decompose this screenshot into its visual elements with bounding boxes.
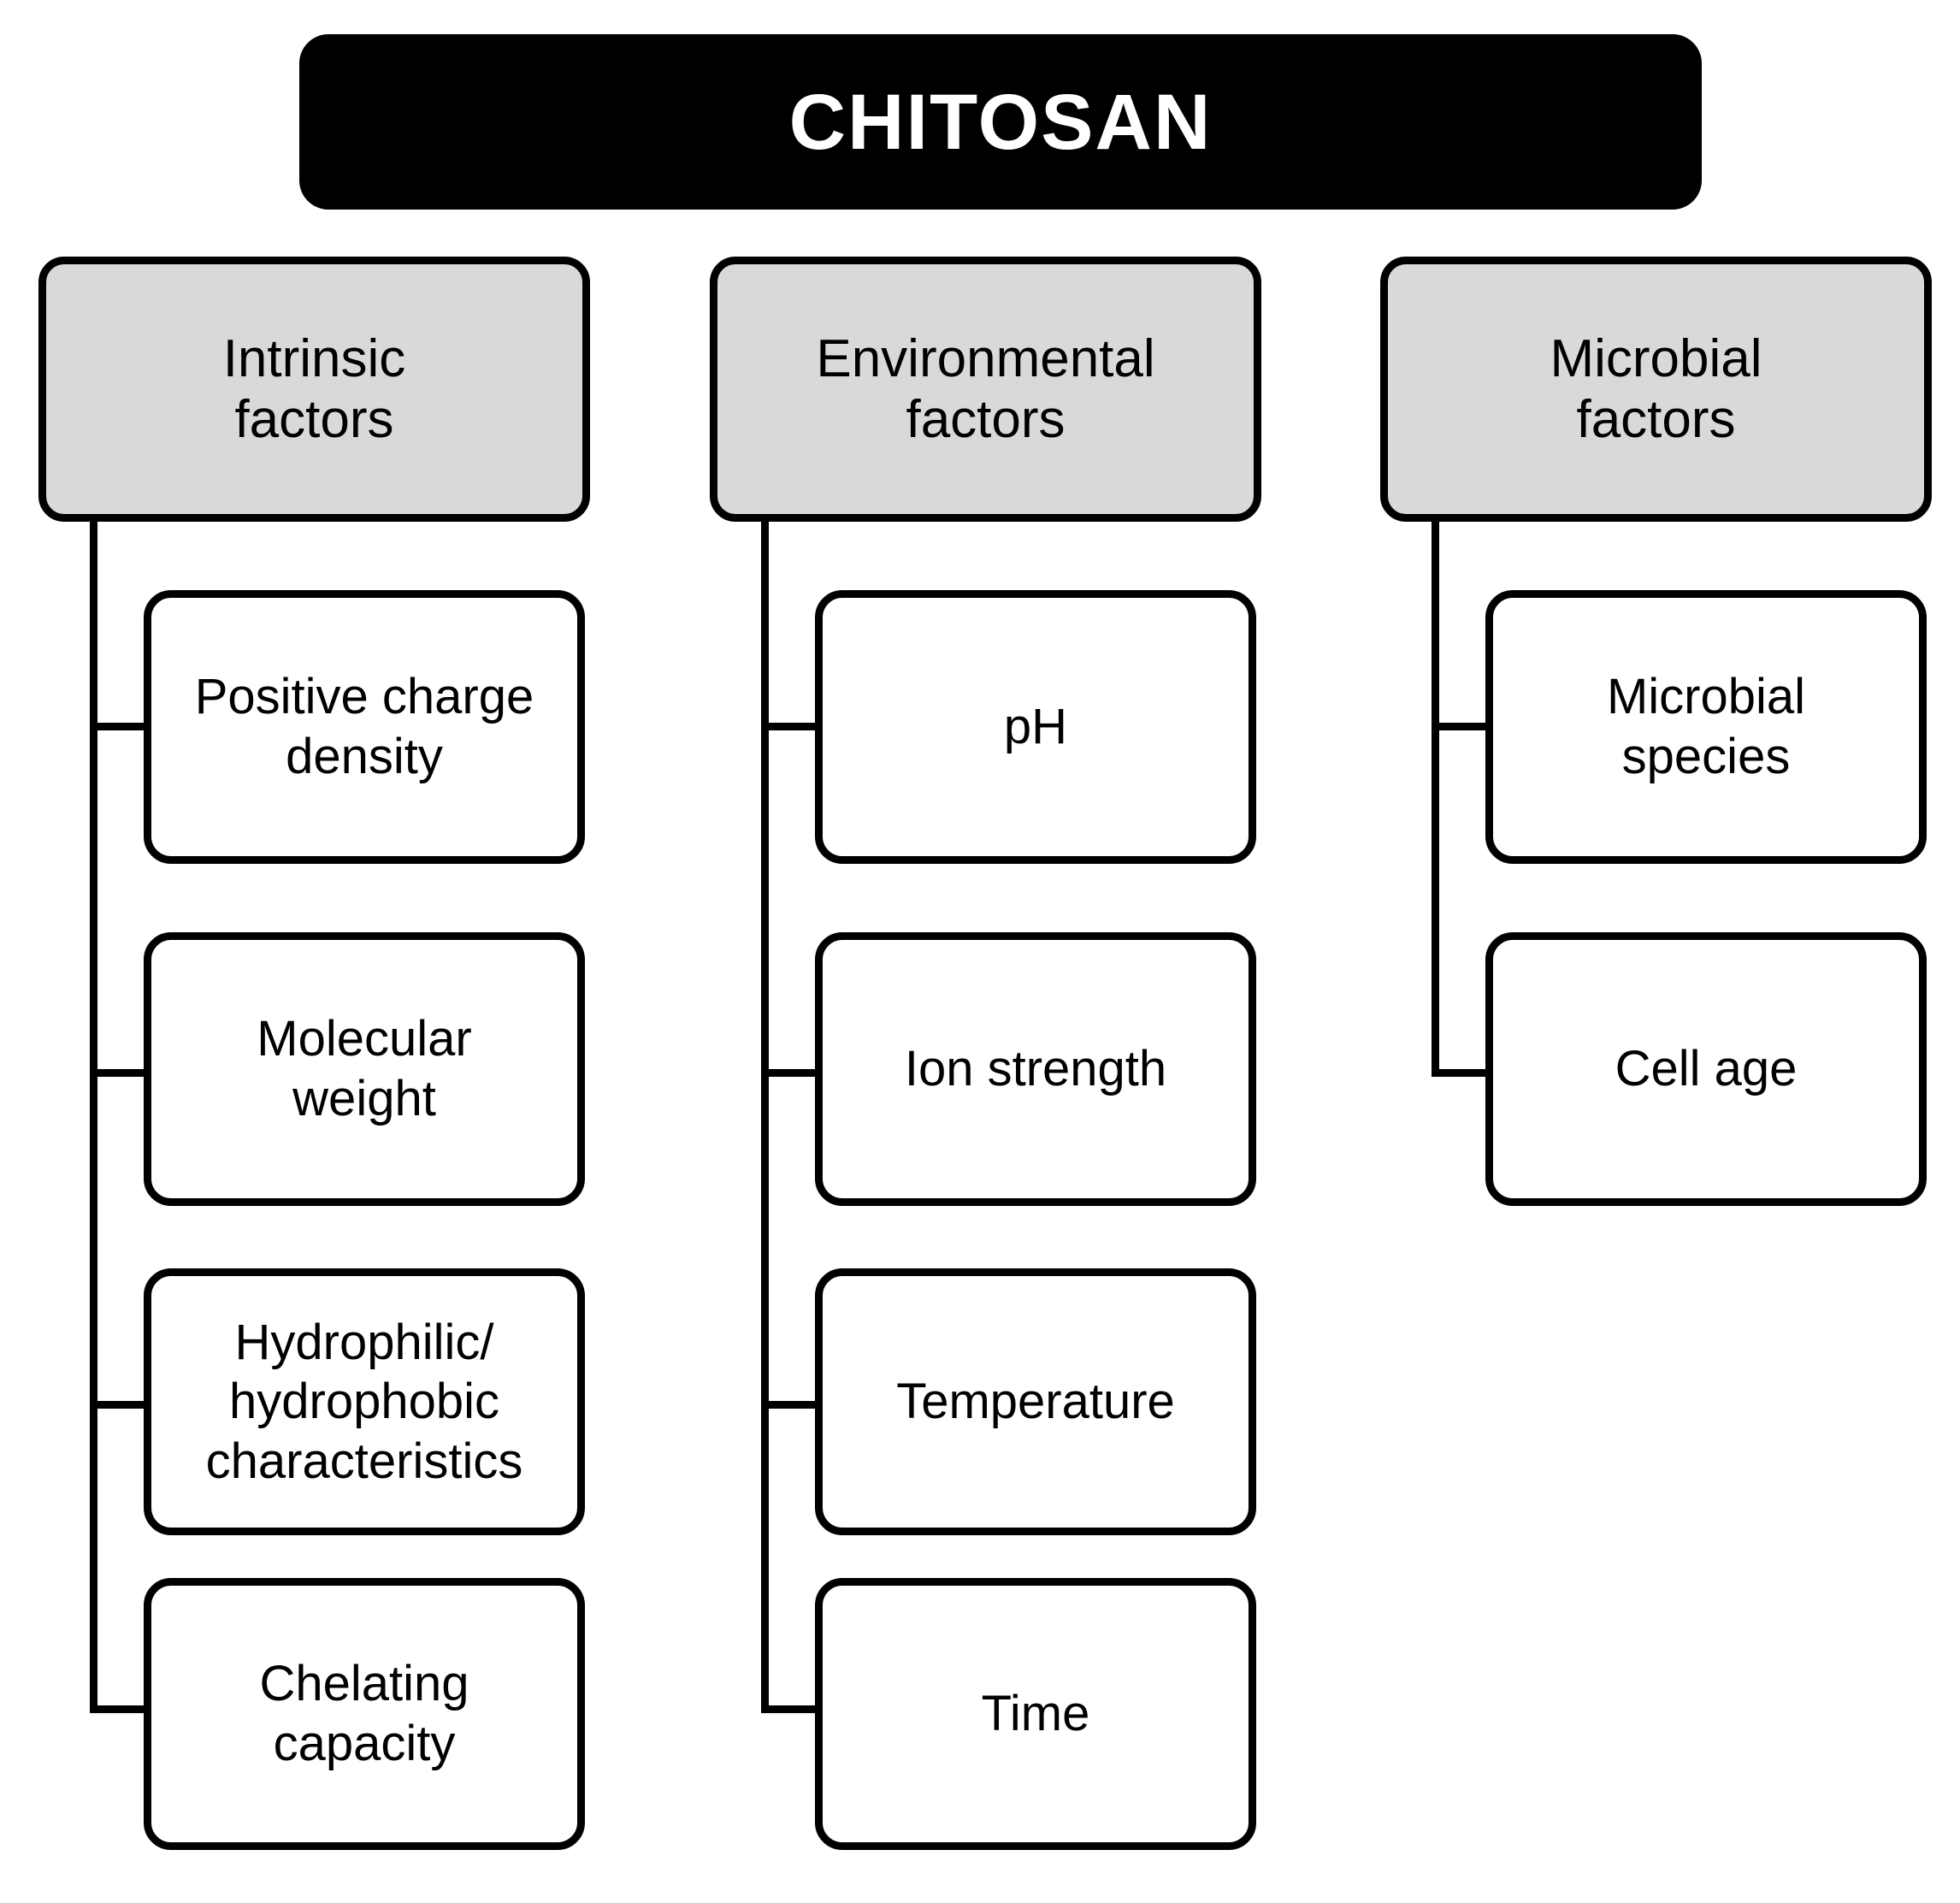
category-label-line1: Environmental <box>816 328 1155 388</box>
leaf-label-cell-age: Cell age <box>1600 1039 1813 1099</box>
leaf-box-chelating-capacity[interactable]: Chelating capacity <box>144 1578 585 1850</box>
leaf-label-line1: Ion strength <box>904 1041 1167 1097</box>
leaf-box-ph[interactable]: pH <box>815 590 1256 864</box>
leaf-label-line2: species <box>1621 729 1791 784</box>
leaf-label-ph: pH <box>989 697 1083 757</box>
leaf-box-time[interactable]: Time <box>815 1578 1256 1850</box>
connector-stub-microbial-1 <box>1432 723 1487 730</box>
leaf-label-microbial-species: Microbial species <box>1591 667 1821 786</box>
leaf-label-line2: capacity <box>273 1716 456 1771</box>
leaf-box-positive-charge-density[interactable]: Positive charge density <box>144 590 585 864</box>
connector-stub-environmental-2 <box>761 1069 817 1077</box>
diagram-title-banner: CHITOSAN <box>299 34 1702 210</box>
leaf-label-line1: Hydrophilic/ <box>234 1314 494 1370</box>
leaf-label-line3: characteristics <box>205 1433 523 1489</box>
category-label-environmental-factors: Environmental factors <box>804 328 1166 451</box>
category-label-line2: factors <box>1576 390 1736 449</box>
leaf-label-line1: pH <box>1003 699 1068 755</box>
connector-trunk-environmental <box>761 517 769 1713</box>
leaf-label-time: Time <box>966 1684 1106 1744</box>
leaf-label-line1: Chelating <box>259 1656 469 1712</box>
leaf-label-line1: Cell age <box>1615 1041 1798 1097</box>
category-box-environmental-factors[interactable]: Environmental factors <box>710 257 1261 522</box>
leaf-box-temperature[interactable]: Temperature <box>815 1268 1256 1535</box>
leaf-label-line1: Time <box>981 1686 1090 1742</box>
leaf-box-cell-age[interactable]: Cell age <box>1485 932 1927 1206</box>
connector-stub-microbial-2 <box>1432 1069 1487 1077</box>
connector-stub-environmental-1 <box>761 723 817 730</box>
leaf-label-temperature: Temperature <box>881 1372 1190 1432</box>
leaf-label-chelating-capacity: Chelating capacity <box>244 1654 484 1773</box>
leaf-label-line1: Microbial <box>1606 669 1806 725</box>
leaf-box-ion-strength[interactable]: Ion strength <box>815 932 1256 1206</box>
leaf-box-hydrophilic-hydrophobic-characteristics[interactable]: Hydrophilic/ hydrophobic characteristics <box>144 1268 585 1535</box>
connector-stub-intrinsic-2 <box>90 1069 145 1077</box>
leaf-label-line1: Temperature <box>896 1374 1175 1430</box>
leaf-label-line2: weight <box>292 1071 436 1126</box>
leaf-label-hydrophilic-hydrophobic-characteristics: Hydrophilic/ hydrophobic characteristics <box>191 1313 539 1492</box>
page-title: CHITOSAN <box>788 78 1213 166</box>
connector-stub-intrinsic-4 <box>90 1705 145 1713</box>
connector-stub-environmental-3 <box>761 1401 817 1409</box>
connector-stub-intrinsic-1 <box>90 723 145 730</box>
leaf-label-line1: Positive charge <box>194 669 534 725</box>
connector-trunk-intrinsic <box>90 517 97 1713</box>
category-label-line1: Microbial <box>1550 328 1762 388</box>
connector-trunk-microbial <box>1432 517 1439 1077</box>
category-label-microbial-factors: Microbial factors <box>1538 328 1774 451</box>
leaf-label-line1: Molecular <box>257 1011 472 1067</box>
leaf-box-microbial-species[interactable]: Microbial species <box>1485 590 1927 864</box>
category-box-intrinsic-factors[interactable]: Intrinsic factors <box>38 257 590 522</box>
leaf-box-molecular-weight[interactable]: Molecular weight <box>144 932 585 1206</box>
leaf-label-line2: density <box>286 729 443 784</box>
leaf-label-line2: hydrophobic <box>229 1374 499 1430</box>
leaf-label-ion-strength: Ion strength <box>889 1039 1182 1099</box>
category-label-line2: factors <box>234 390 394 449</box>
category-label-line2: factors <box>906 390 1066 449</box>
connector-stub-environmental-4 <box>761 1705 817 1713</box>
leaf-label-positive-charge-density: Positive charge density <box>180 667 550 786</box>
category-box-microbial-factors[interactable]: Microbial factors <box>1380 257 1932 522</box>
connector-stub-intrinsic-3 <box>90 1401 145 1409</box>
leaf-label-molecular-weight: Molecular weight <box>241 1009 487 1128</box>
category-label-line1: Intrinsic <box>222 328 406 388</box>
category-label-intrinsic-factors: Intrinsic factors <box>211 328 418 451</box>
